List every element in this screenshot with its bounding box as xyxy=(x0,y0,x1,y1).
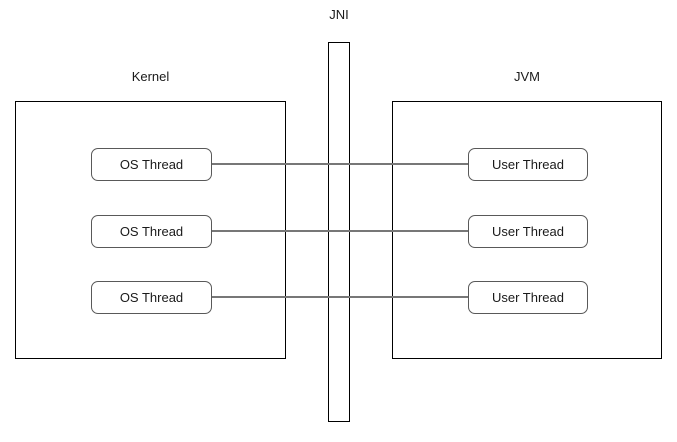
user-thread-node-2[interactable]: User Thread xyxy=(468,215,588,248)
jni-label: JNI xyxy=(329,7,349,22)
user-thread-node-1[interactable]: User Thread xyxy=(468,148,588,181)
os-thread-node-3[interactable]: OS Thread xyxy=(91,281,212,314)
os-thread-node-2[interactable]: OS Thread xyxy=(91,215,212,248)
connector-line-2 xyxy=(211,230,469,232)
connector-line-3 xyxy=(211,296,469,298)
kernel-label: Kernel xyxy=(131,69,170,84)
user-thread-node-3[interactable]: User Thread xyxy=(468,281,588,314)
jni-boundary-bar xyxy=(328,42,350,422)
connector-line-1 xyxy=(211,163,469,165)
jvm-label: JVM xyxy=(514,69,540,84)
os-thread-node-1[interactable]: OS Thread xyxy=(91,148,212,181)
